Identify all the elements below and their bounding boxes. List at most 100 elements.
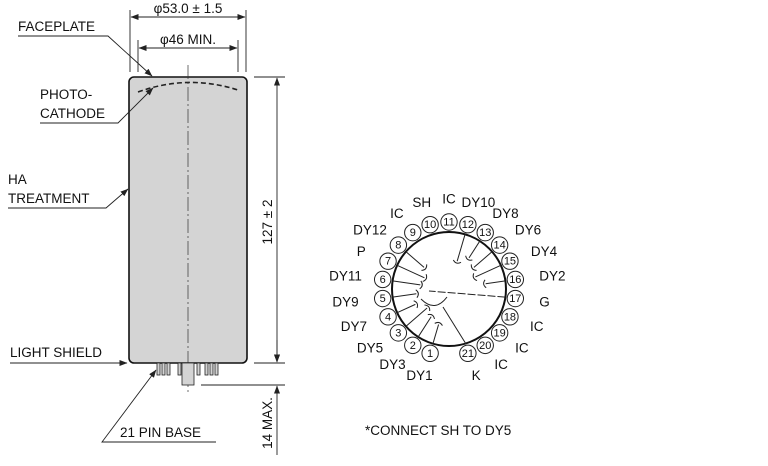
pin-number: 11 <box>443 217 454 229</box>
dynode-symbol <box>434 321 443 326</box>
dynode-lead <box>485 280 506 285</box>
pin-number: 6 <box>380 274 386 286</box>
pin-number: 2 <box>410 340 416 352</box>
pin-circle <box>373 289 392 308</box>
outer-diameter-label: φ53.0 ± 1.5 <box>154 1 223 16</box>
pin-21: 21K <box>459 344 481 383</box>
dynode-symbol <box>452 259 462 264</box>
pin-9: 9 IC <box>390 206 422 242</box>
pin-11: 11 IC <box>440 192 458 231</box>
light-shield-label: LIGHT SHIELD <box>10 345 102 360</box>
pin-label: G <box>539 294 550 309</box>
pin-number: 9 <box>410 227 416 239</box>
dynode-symbol <box>465 255 473 261</box>
ha-label-2: TREATMENT <box>8 191 90 206</box>
pin-circle <box>421 216 439 234</box>
dynode-lead <box>392 280 421 286</box>
dynode-lead <box>405 251 425 268</box>
pin-number: 10 <box>424 219 436 231</box>
dynode-symbol <box>415 289 419 298</box>
cathode-symbol <box>420 296 448 306</box>
pin-base-label: 21 PIN BASE <box>120 425 201 440</box>
dynode-symbol <box>427 313 436 320</box>
pin-number: 12 <box>462 219 474 231</box>
pin-label: DY8 <box>492 206 518 221</box>
dynode-symbol <box>472 273 478 282</box>
pin-5: 5 DY9 <box>332 289 392 309</box>
dynode-symbol <box>483 279 487 289</box>
pin-7: 7P <box>357 244 397 270</box>
pin-base <box>156 362 219 386</box>
grid-lead <box>428 290 506 298</box>
pin-number: 19 <box>494 327 506 339</box>
faceplate-label: FACEPLATE <box>18 19 95 34</box>
photocathode-diameter-dimension: φ46 MIN. <box>137 32 239 72</box>
pin-circle <box>389 236 408 254</box>
ha-label-1: HA <box>8 172 27 187</box>
pin-number: 18 <box>504 311 516 323</box>
pin-circle <box>506 270 525 289</box>
dynode-lead <box>432 324 440 344</box>
pin-label: DY1 <box>406 368 432 383</box>
pin-circle <box>490 236 509 254</box>
pin-label: IC <box>515 340 529 355</box>
pin-number: 5 <box>380 293 386 305</box>
base-circle <box>391 231 507 347</box>
pin-circle <box>404 223 422 242</box>
dynode-symbol <box>419 280 423 290</box>
dynode-symbol <box>413 300 419 309</box>
pin-number: 16 <box>509 274 521 286</box>
tube-outline <box>128 65 248 392</box>
dynode-lead <box>475 264 502 278</box>
pin-label: DY9 <box>332 294 358 309</box>
pin-circle <box>373 270 392 289</box>
pin-number: 13 <box>479 227 491 239</box>
pin-12: 12 DY10 <box>459 195 496 234</box>
pin-circle <box>421 344 439 362</box>
dynode-lead <box>417 316 432 338</box>
photocathode-label-2: CATHODE <box>40 106 105 121</box>
outer-diameter-dimension: φ53.0 ± 1.5 <box>129 1 247 72</box>
pin-circle <box>440 213 458 231</box>
pin-circle <box>501 252 519 270</box>
photocathode-diameter-label: φ46 MIN. <box>160 32 216 47</box>
pin-circle <box>404 336 422 355</box>
dynode-lead <box>468 240 481 259</box>
pin-number: 8 <box>395 240 401 252</box>
pin-number: 1 <box>427 348 433 360</box>
pin-number: 3 <box>395 327 401 339</box>
pin-circle <box>379 308 397 326</box>
pin-label: IC <box>530 319 544 334</box>
pin-circle <box>506 289 525 308</box>
length-label: 127 ± 2 <box>260 200 275 245</box>
ha-treatment-callout: HA TREATMENT <box>8 172 129 209</box>
connection-note: *CONNECT SH TO DY5 <box>365 423 511 438</box>
dynode-lead <box>392 293 417 298</box>
pin-circle <box>501 308 519 326</box>
pin-label: K <box>472 368 481 383</box>
photocathode-callout: PHOTO- CATHODE <box>40 87 154 124</box>
dynode-symbol <box>421 264 428 271</box>
light-shield-callout: LIGHT SHIELD <box>10 345 128 366</box>
internal-wiring <box>392 234 506 345</box>
pin-circle <box>459 216 477 234</box>
pin-label: IC <box>442 192 456 207</box>
pin-circle <box>476 336 494 355</box>
length-dimension: 127 ± 2 14 MAX. <box>201 76 285 455</box>
dynode-lead <box>473 251 493 268</box>
dynode-lead <box>396 303 416 314</box>
pin-label: IC <box>390 206 404 221</box>
pin-label: DY10 <box>462 195 496 210</box>
